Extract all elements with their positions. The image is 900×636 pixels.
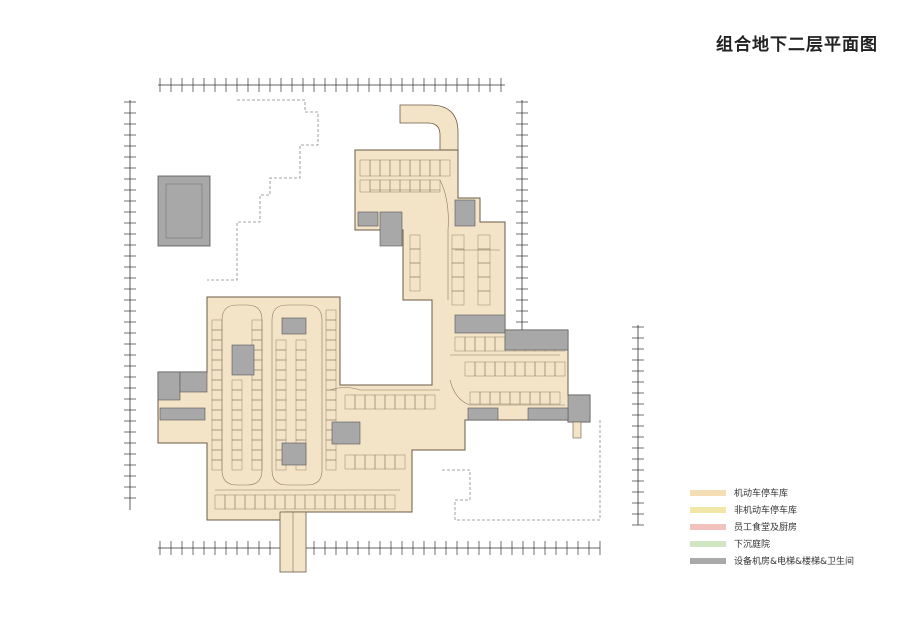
parking-stalls [211, 159, 566, 510]
plan-title: 组合地下二层平面图 [716, 35, 878, 55]
parking-floor [157, 149, 591, 521]
legend-label: 机动车停车库 [734, 489, 789, 499]
legend-item-bike-parking: 非机动车停车库 [690, 501, 854, 518]
legend-item-equipment: 设备机房&电梯&楼梯&卫生间 [690, 552, 854, 569]
site-boundary-east [442, 420, 601, 521]
bike-parking-swatch-icon [690, 506, 726, 513]
site-boundary [207, 99, 319, 281]
drive-aisles [215, 179, 565, 491]
legend-label: 下沉庭院 [734, 540, 771, 550]
legend-label: 设备机房&电梯&楼梯&卫生间 [734, 557, 855, 567]
legend: 机动车停车库 非机动车停车库 员工食堂及厨房 下沉庭院 设备机房&电梯&楼梯&卫… [690, 484, 854, 569]
legend-item-parking: 机动车停车库 [690, 484, 854, 501]
detached-building [157, 175, 211, 247]
service-rooms [157, 199, 591, 466]
canteen-swatch-icon [690, 523, 726, 530]
legend-label: 员工食堂及厨房 [734, 523, 798, 533]
ramp-marker [572, 421, 582, 439]
legend-label: 非机动车停车库 [734, 506, 798, 516]
legend-item-canteen: 员工食堂及厨房 [690, 518, 854, 535]
equipment-swatch-icon [690, 557, 726, 564]
parking-swatch-icon [690, 489, 726, 496]
sunken-courtyard-swatch-icon [690, 540, 726, 547]
legend-item-courtyard: 下沉庭院 [690, 535, 854, 552]
